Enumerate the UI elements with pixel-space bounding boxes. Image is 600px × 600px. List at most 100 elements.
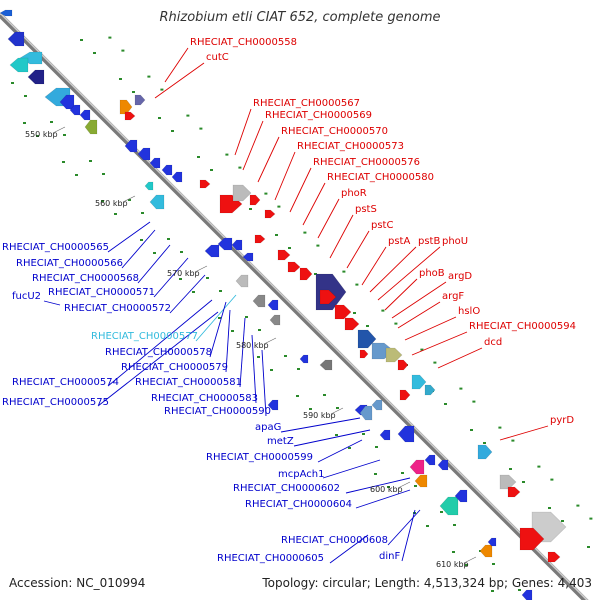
reverse-gene-label[interactable]: RHECIAT_CH0000577: [91, 331, 198, 342]
reverse-gene[interactable]: [267, 299, 279, 311]
forward-gene[interactable]: [359, 349, 369, 359]
forward-gene[interactable]: [124, 111, 136, 121]
reverse-gene[interactable]: [437, 459, 449, 471]
reverse-gene[interactable]: [149, 194, 165, 210]
forward-gene[interactable]: [119, 99, 133, 115]
reverse-gene-label[interactable]: RHECIAT_CH0000599: [206, 452, 313, 463]
reverse-gene[interactable]: [69, 104, 81, 116]
reverse-gene-label[interactable]: RHECIAT_CH0000602: [233, 483, 340, 494]
reverse-gene-label[interactable]: fucU2: [12, 291, 41, 302]
reverse-gene-label[interactable]: RHECIAT_CH0000605: [217, 553, 324, 564]
forward-gene-label[interactable]: RHECIAT_CH0000580: [327, 172, 434, 183]
forward-gene-label[interactable]: RHECIAT_CH0000569: [265, 110, 372, 121]
reverse-gene[interactable]: [424, 454, 436, 466]
forward-gene[interactable]: [199, 179, 211, 189]
forward-gene[interactable]: [477, 444, 493, 460]
reverse-gene-label[interactable]: apaG: [255, 422, 281, 433]
forward-gene[interactable]: [385, 347, 403, 363]
forward-gene-label[interactable]: pyrD: [550, 415, 574, 426]
gene-features[interactable]: [0, 9, 567, 600]
reverse-gene[interactable]: [454, 489, 468, 503]
reverse-gene[interactable]: [371, 399, 383, 411]
reverse-gene[interactable]: [231, 239, 243, 251]
reverse-gene-label[interactable]: metZ: [267, 436, 294, 447]
reverse-gene[interactable]: [235, 274, 249, 288]
forward-gene-label[interactable]: pstC: [371, 220, 393, 231]
forward-gene[interactable]: [232, 184, 252, 202]
forward-gene[interactable]: [334, 304, 352, 320]
reverse-gene[interactable]: [161, 164, 173, 176]
reverse-gene[interactable]: [521, 589, 533, 600]
forward-gene[interactable]: [519, 527, 545, 551]
forward-gene[interactable]: [547, 551, 561, 563]
forward-gene-label[interactable]: pstS: [355, 204, 377, 215]
forward-gene-label[interactable]: dcd: [484, 337, 502, 348]
reverse-gene[interactable]: [359, 405, 373, 421]
forward-gene[interactable]: [397, 359, 409, 371]
forward-gene[interactable]: [277, 249, 291, 261]
forward-gene-label[interactable]: RHECIAT_CH0000594: [469, 321, 576, 332]
reverse-gene[interactable]: [267, 399, 279, 411]
reverse-gene-label[interactable]: RHECIAT_CH0000581: [135, 377, 242, 388]
reverse-gene-label[interactable]: RHECIAT_CH0000574: [12, 377, 119, 388]
reverse-gene-label[interactable]: RHECIAT_CH0000571: [48, 287, 155, 298]
forward-gene-label[interactable]: pstB: [418, 236, 440, 247]
forward-gene-label[interactable]: cutC: [206, 52, 229, 63]
forward-gene[interactable]: [249, 194, 261, 206]
reverse-gene[interactable]: [409, 459, 425, 475]
reverse-gene-label[interactable]: RHECIAT_CH0000590: [164, 406, 271, 417]
reverse-gene-label[interactable]: RHECIAT_CH0000608: [281, 535, 388, 546]
reverse-gene[interactable]: [269, 314, 281, 326]
forward-gene-label[interactable]: argF: [442, 291, 464, 302]
reverse-gene-label[interactable]: RHECIAT_CH0000568: [32, 273, 139, 284]
reverse-gene[interactable]: [171, 171, 183, 183]
reverse-gene[interactable]: [124, 139, 138, 153]
reverse-gene[interactable]: [204, 244, 220, 258]
forward-gene-label[interactable]: RHECIAT_CH0000570: [281, 126, 388, 137]
forward-gene[interactable]: [134, 94, 146, 106]
reverse-gene-label[interactable]: dinF: [379, 551, 400, 562]
reverse-gene[interactable]: [242, 252, 254, 262]
reverse-gene[interactable]: [149, 157, 161, 169]
forward-gene[interactable]: [299, 267, 313, 281]
forward-gene[interactable]: [357, 329, 377, 349]
reverse-gene-label[interactable]: RHECIAT_CH0000604: [245, 499, 352, 510]
reverse-gene[interactable]: [487, 537, 497, 547]
forward-gene[interactable]: [507, 486, 521, 498]
reverse-gene-label[interactable]: mcpAch1: [278, 469, 324, 480]
forward-gene[interactable]: [399, 389, 411, 401]
forward-gene-label[interactable]: RHECIAT_CH0000558: [190, 37, 297, 48]
forward-gene-label[interactable]: hslO: [458, 306, 480, 317]
reverse-gene[interactable]: [319, 359, 333, 371]
forward-gene[interactable]: [424, 384, 436, 396]
reverse-gene[interactable]: [59, 94, 75, 110]
forward-gene-label[interactable]: RHECIAT_CH0000567: [253, 98, 360, 109]
reverse-gene[interactable]: [7, 31, 25, 47]
reverse-gene[interactable]: [9, 57, 29, 73]
reverse-gene[interactable]: [217, 237, 233, 251]
gene-labels[interactable]: RHECIAT_CH0000558cutCRHECIAT_CH0000567RH…: [2, 37, 576, 564]
reverse-gene[interactable]: [0, 9, 13, 17]
forward-gene-label[interactable]: phoR: [341, 188, 367, 199]
forward-gene-label[interactable]: argD: [448, 271, 472, 282]
forward-gene-label[interactable]: pstA: [388, 236, 410, 247]
reverse-gene[interactable]: [144, 181, 154, 191]
reverse-gene[interactable]: [84, 119, 98, 135]
reverse-gene-label[interactable]: RHECIAT_CH0000572: [64, 303, 171, 314]
reverse-gene-label[interactable]: RHECIAT_CH0000579: [121, 362, 228, 373]
reverse-gene[interactable]: [79, 109, 91, 121]
reverse-gene[interactable]: [479, 544, 493, 558]
forward-gene-label[interactable]: phoU: [442, 236, 468, 247]
reverse-gene-label[interactable]: RHECIAT_CH0000575: [2, 397, 109, 408]
forward-gene[interactable]: [254, 234, 266, 244]
forward-gene-label[interactable]: RHECIAT_CH0000576: [313, 157, 420, 168]
reverse-gene[interactable]: [299, 354, 309, 364]
forward-gene[interactable]: [287, 261, 301, 273]
reverse-gene-label[interactable]: RHECIAT_CH0000565: [2, 242, 109, 253]
forward-gene[interactable]: [499, 474, 517, 490]
forward-gene-label[interactable]: RHECIAT_CH0000573: [297, 141, 404, 152]
reverse-gene-label[interactable]: RHECIAT_CH0000566: [16, 258, 123, 269]
reverse-gene-label[interactable]: RHECIAT_CH0000578: [105, 347, 212, 358]
reverse-gene[interactable]: [137, 147, 151, 161]
